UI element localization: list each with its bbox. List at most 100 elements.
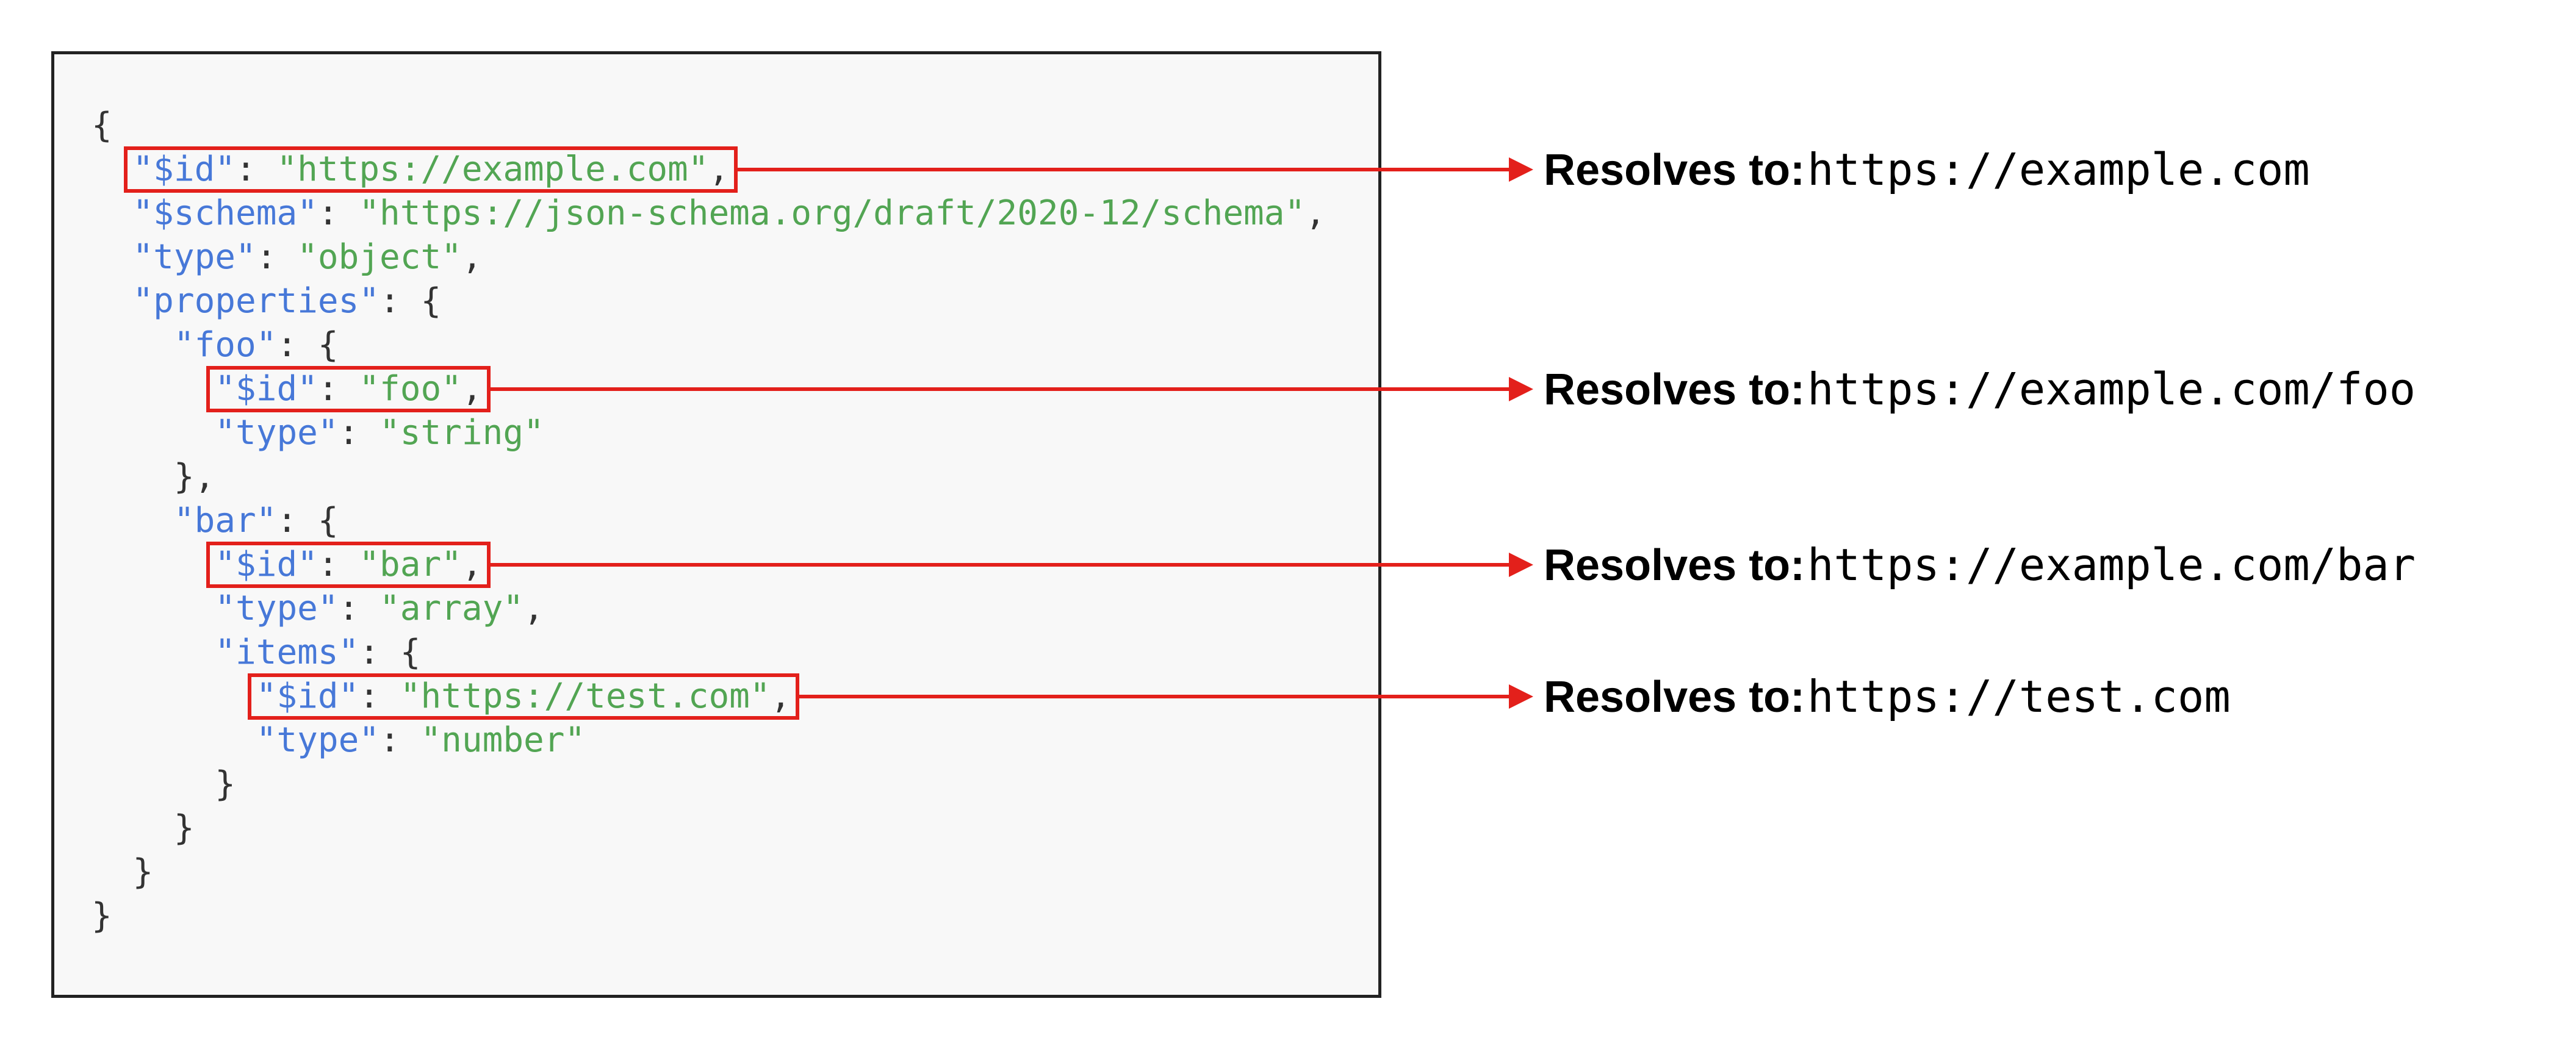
json-punctuation: , bbox=[708, 149, 730, 189]
code-indent bbox=[92, 237, 132, 277]
resolves-to-annotation: Resolves to: https://example.com/foo bbox=[1544, 359, 2416, 420]
code-indent bbox=[92, 633, 215, 672]
json-punctuation: : bbox=[338, 589, 380, 628]
json-punctuation: } bbox=[132, 852, 154, 892]
resolves-to-annotation: Resolves to: https://example.com bbox=[1544, 139, 2310, 200]
resolves-to-annotation: Resolves to: https://test.com bbox=[1544, 666, 2231, 727]
json-key: "$id" bbox=[215, 369, 318, 409]
json-key: "items" bbox=[215, 633, 359, 672]
code-indent bbox=[92, 545, 215, 584]
json-key: "$id" bbox=[215, 545, 318, 584]
arrow-line bbox=[737, 168, 1510, 171]
json-punctuation: , bbox=[523, 589, 544, 628]
json-punctuation: : { bbox=[276, 325, 339, 365]
code-indent bbox=[92, 808, 174, 848]
code-line: "type": "number" bbox=[92, 719, 585, 762]
json-key: "$id" bbox=[256, 676, 359, 716]
json-string-value: "number" bbox=[420, 720, 586, 760]
code-indent bbox=[92, 193, 132, 233]
code-line: { bbox=[92, 104, 112, 148]
json-punctuation: : bbox=[256, 237, 298, 277]
json-string-value: "https://json-schema.org/draft/2020-12/s… bbox=[359, 193, 1306, 233]
code-line: "type": "array", bbox=[92, 587, 544, 631]
json-punctuation: : bbox=[317, 545, 359, 584]
json-string-value: "bar" bbox=[359, 545, 462, 584]
code-line: } bbox=[92, 850, 153, 894]
id-highlight-box bbox=[124, 146, 738, 193]
json-punctuation: : { bbox=[380, 281, 442, 321]
json-key: "type" bbox=[256, 720, 380, 760]
json-punctuation: { bbox=[92, 106, 112, 145]
json-punctuation: : { bbox=[276, 501, 339, 540]
json-punctuation: } bbox=[92, 896, 112, 936]
code-line: "properties": { bbox=[92, 279, 441, 323]
resolved-uri: https://example.com/foo bbox=[1807, 364, 2416, 415]
json-string-value: "https://test.com" bbox=[400, 676, 771, 716]
json-string-value: "string" bbox=[380, 413, 544, 453]
code-line: "$id": "https://test.com", bbox=[92, 675, 791, 719]
code-indent bbox=[92, 457, 174, 496]
code-line: "$id": "foo", bbox=[92, 367, 483, 411]
json-key: "properties" bbox=[132, 281, 380, 321]
code-indent bbox=[92, 413, 215, 453]
json-key: "type" bbox=[132, 237, 256, 277]
resolves-to-label: Resolves to: bbox=[1544, 365, 1805, 414]
resolved-uri: https://test.com bbox=[1807, 671, 2231, 722]
arrow-line bbox=[491, 563, 1510, 567]
resolved-uri: https://example.com/bar bbox=[1807, 539, 2416, 590]
code-panel bbox=[51, 51, 1381, 998]
json-punctuation: : bbox=[359, 676, 400, 716]
code-indent bbox=[92, 720, 256, 760]
json-punctuation: , bbox=[461, 545, 483, 584]
json-punctuation: : bbox=[317, 193, 359, 233]
code-line: "bar": { bbox=[92, 499, 339, 543]
arrow-head-icon bbox=[1509, 684, 1533, 709]
json-punctuation: , bbox=[770, 676, 791, 716]
json-punctuation: : bbox=[236, 149, 277, 189]
arrow-line bbox=[799, 695, 1510, 698]
code-indent bbox=[92, 852, 132, 892]
json-string-value: "https://example.com" bbox=[276, 149, 709, 189]
json-punctuation: }, bbox=[173, 457, 215, 496]
resolves-to-label: Resolves to: bbox=[1544, 673, 1805, 722]
code-indent bbox=[92, 325, 174, 365]
arrow-head-icon bbox=[1509, 157, 1533, 182]
json-punctuation: , bbox=[461, 237, 483, 277]
json-punctuation: , bbox=[461, 369, 483, 409]
json-key: "type" bbox=[215, 413, 339, 453]
code-line: "$id": "bar", bbox=[92, 543, 483, 587]
code-indent bbox=[92, 369, 215, 409]
json-key: "$schema" bbox=[132, 193, 318, 233]
arrow-head-icon bbox=[1509, 553, 1533, 577]
arrow-line bbox=[491, 387, 1510, 391]
resolves-to-annotation: Resolves to: https://example.com/bar bbox=[1544, 534, 2416, 595]
code-line: "type": "object", bbox=[92, 235, 483, 279]
code-indent bbox=[92, 764, 215, 804]
code-line: "items": { bbox=[92, 631, 420, 675]
json-key: "foo" bbox=[173, 325, 277, 365]
json-key: "bar" bbox=[173, 501, 277, 540]
code-indent bbox=[92, 281, 132, 321]
json-string-value: "foo" bbox=[359, 369, 462, 409]
json-punctuation: } bbox=[173, 808, 195, 848]
json-punctuation: } bbox=[215, 764, 236, 804]
code-line: } bbox=[92, 806, 195, 850]
json-string-value: "object" bbox=[297, 237, 462, 277]
code-indent bbox=[92, 589, 215, 628]
code-line: }, bbox=[92, 455, 215, 499]
arrow-head-icon bbox=[1509, 377, 1533, 401]
json-punctuation: : bbox=[338, 413, 380, 453]
code-indent bbox=[92, 501, 174, 540]
id-highlight-box bbox=[206, 542, 491, 588]
code-line: "$id": "https://example.com", bbox=[92, 148, 729, 192]
code-indent bbox=[92, 676, 256, 716]
json-key: "type" bbox=[215, 589, 339, 628]
code-line: "$schema": "https://json-schema.org/draf… bbox=[92, 192, 1325, 235]
id-highlight-box bbox=[247, 673, 799, 720]
resolves-to-label: Resolves to: bbox=[1544, 541, 1805, 590]
json-punctuation: : bbox=[380, 720, 421, 760]
code-line: } bbox=[92, 762, 236, 806]
code-line: "type": "string" bbox=[92, 411, 544, 455]
json-string-value: "array" bbox=[380, 589, 524, 628]
resolved-uri: https://example.com bbox=[1807, 144, 2310, 195]
